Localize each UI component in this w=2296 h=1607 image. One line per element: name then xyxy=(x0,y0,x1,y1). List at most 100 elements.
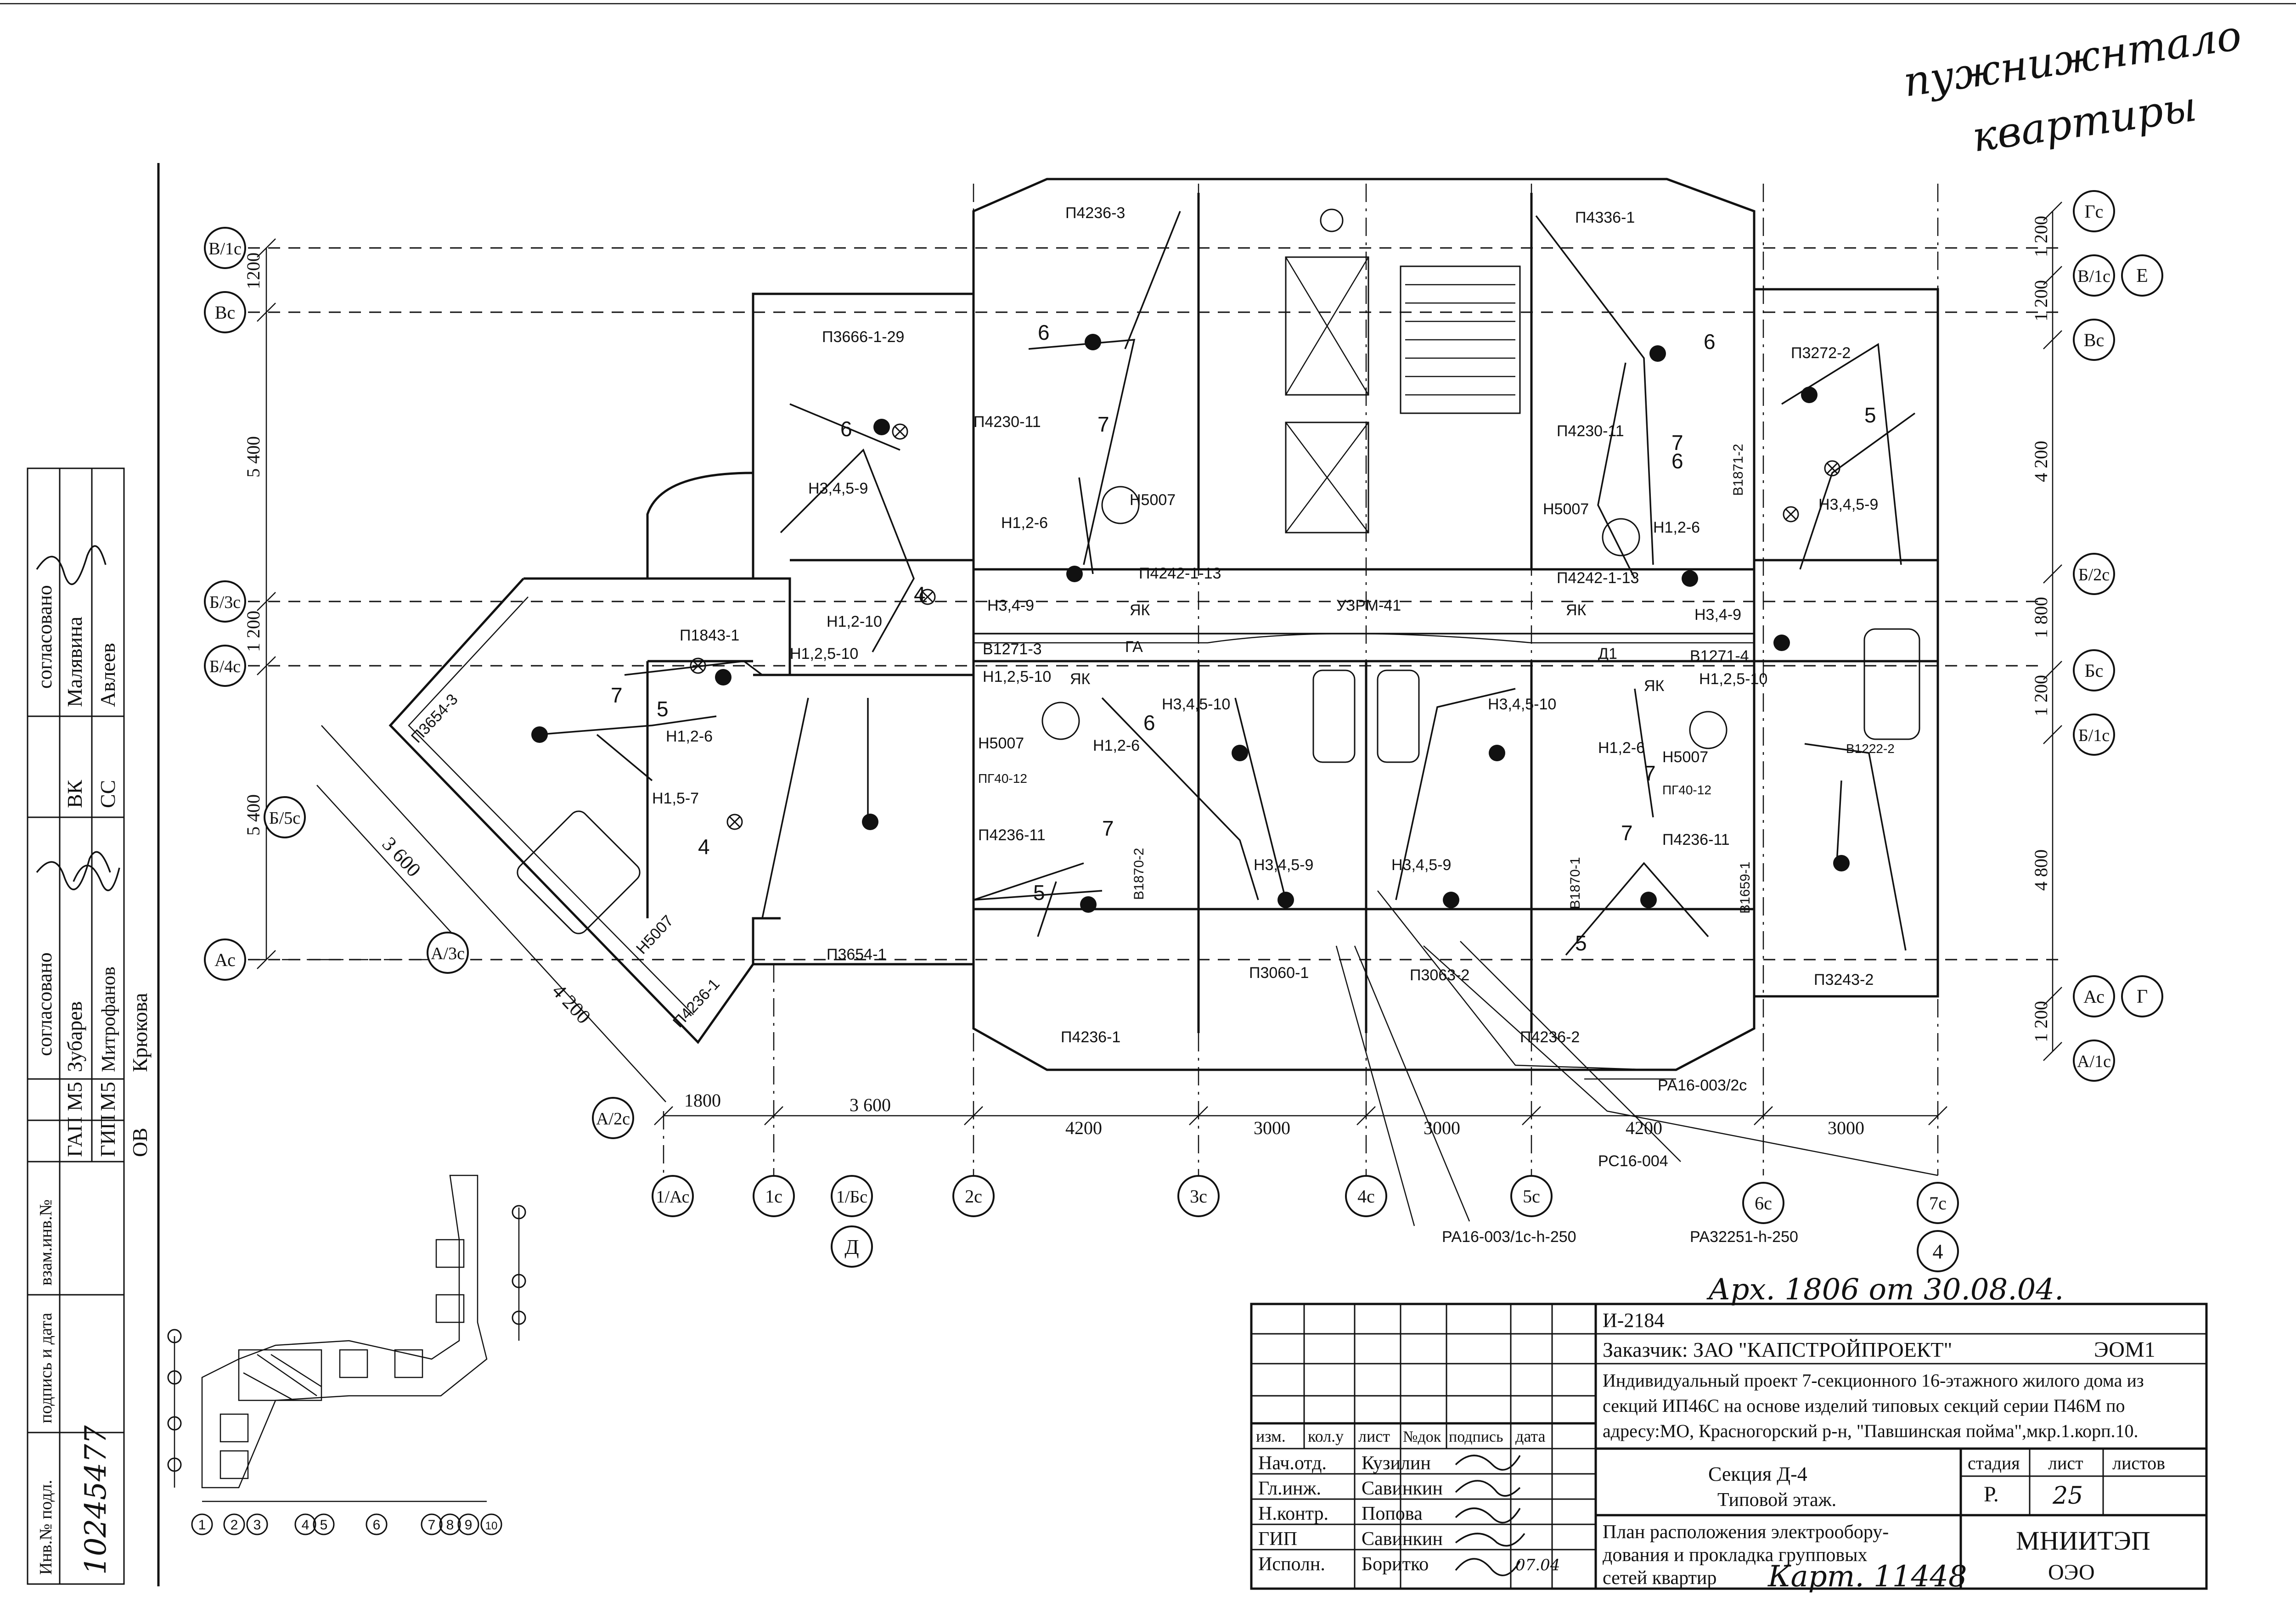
panel-p37: Н1,5-7 xyxy=(652,790,699,807)
role-3: Н.контр. xyxy=(1258,1503,1328,1524)
side-row3-role: ГАП xyxy=(63,1117,86,1157)
group-15: 5 xyxy=(1575,931,1587,955)
panel-p35: Н5007 xyxy=(978,735,1024,752)
left-dimension-chain: 1200 5 400 1 200 5 400 xyxy=(243,238,276,969)
dim-bottom-3000c: 3000 xyxy=(1828,1118,1864,1138)
axis-right-7: Б/1с xyxy=(2078,726,2110,745)
dim-left-5400b: 5 400 xyxy=(243,794,264,836)
axis-bottom-11: 4 xyxy=(1933,1240,1943,1263)
dim-right-1200d: 1 200 xyxy=(2031,1001,2051,1042)
panel-p50: РА16-003/2с xyxy=(1658,1077,1747,1094)
inv-number-handwritten: 10245477 xyxy=(79,1425,113,1575)
group-3: 5 xyxy=(657,697,669,721)
name-1: Кузилин xyxy=(1362,1453,1431,1474)
handwritten-note-line-2: квартиры xyxy=(1969,82,2199,161)
dim-diag-3600: 3 600 xyxy=(378,832,425,881)
panel-p46: П4236-2 xyxy=(1520,1028,1580,1046)
panel-p20: УЗРМ-41 xyxy=(1336,597,1401,614)
panel-p13: Н1,2-6 xyxy=(1001,514,1048,532)
panel-p14: Н1,2-6 xyxy=(1653,519,1700,536)
axis-left-5: Б/5с xyxy=(269,809,300,828)
panel-p22: Н1,2,5-10 xyxy=(790,645,858,663)
stamp-project-line-3: адресу:МО, Красногорский р-н, "Павшинска… xyxy=(1603,1421,2138,1441)
dim-left-1200b: 1 200 xyxy=(243,611,264,652)
panel-p7: Н3,4,5-9 xyxy=(808,480,868,497)
col-date: дата xyxy=(1515,1427,1546,1445)
side-row1-name: Малявина xyxy=(63,617,86,707)
side-signature-2 xyxy=(36,851,111,890)
organization-name: МНИИТЭП xyxy=(2016,1526,2150,1556)
axis-left-6: Ас xyxy=(214,950,236,970)
dim-bottom-4200a: 4200 xyxy=(1065,1118,1102,1138)
outlet-fixtures xyxy=(690,208,1840,830)
axis-right-5: Б/2с xyxy=(2078,565,2110,584)
axis-left-8: А/2с xyxy=(596,1109,630,1129)
lighting-fixtures xyxy=(531,334,1850,913)
panel-p45: П3063-2 xyxy=(1410,966,1469,984)
name-5: Боритко xyxy=(1362,1554,1429,1575)
panel-p26: Н1,2,5-10 xyxy=(1699,670,1767,688)
axis-left-4: Б/4с xyxy=(209,657,241,676)
panel-p32: Н1,2-6 xyxy=(666,728,713,745)
drawing-title-line-2: дования и прокладка групповых xyxy=(1603,1545,1867,1566)
group-2: 6 xyxy=(840,417,852,441)
panel-p25: Н1,2,5-10 xyxy=(983,668,1051,686)
panel-p24: В1271-4 xyxy=(1690,647,1749,665)
group-14: 7 xyxy=(1621,821,1633,845)
side-row5-role: ОВ xyxy=(128,1128,152,1157)
inv-label-replace: взам.инв.№ xyxy=(36,1199,56,1286)
panel-p21: П1843-1 xyxy=(680,627,739,644)
side-agreed2-label: согласовано xyxy=(34,952,56,1056)
dim-bottom-1800: 1800 xyxy=(684,1090,721,1111)
panel-p49: П4236-1 xyxy=(670,975,723,1031)
axis-right-4: Вс xyxy=(2084,330,2104,350)
inv-label-original: Инв.№ подл. xyxy=(36,1480,56,1575)
col-count: кол.у xyxy=(1308,1427,1344,1445)
panel-p17: Н3,4-9 xyxy=(1694,606,1741,624)
role-2: Гл.инж. xyxy=(1258,1478,1321,1499)
panel-p58: ГА xyxy=(1125,638,1143,656)
panel-p48: Н5007 xyxy=(633,912,677,957)
keyplan-num-10: 10 xyxy=(485,1520,498,1532)
axis-bottom-9: 6с xyxy=(1755,1193,1772,1214)
panel-p41: Н3,4,5-9 xyxy=(1391,856,1451,874)
side-signature-1 xyxy=(36,545,107,585)
panel-p29: Н3,4,5-10 xyxy=(1162,696,1230,713)
inv-label-signature: подпись и дата xyxy=(36,1313,56,1423)
section-name: Секция Д-4 xyxy=(1708,1463,1807,1485)
signatures xyxy=(1455,1455,1525,1576)
axis-right-8: Ас xyxy=(2083,986,2105,1007)
panel-p36: Н5007 xyxy=(1662,748,1708,766)
side-row3-code: М5 xyxy=(63,1082,86,1111)
dim-right-4800: 4 800 xyxy=(2031,849,2051,891)
panel-p62: ПГ40-12 xyxy=(1662,783,1711,797)
dim-diag-4200: 4 200 xyxy=(548,979,595,1028)
name-3: Попова xyxy=(1362,1503,1423,1524)
group-7: 6 xyxy=(1704,330,1716,354)
stage-value: Р. xyxy=(1984,1482,1999,1506)
panel-p18: ЯК xyxy=(1130,601,1150,619)
panel-p3: П3666-1-29 xyxy=(822,328,904,346)
diagonal-dimensions: 3 600 4 200 xyxy=(316,725,666,1102)
side-approval-stamp: согласовано Малявина ВК Авлеев СС соглас… xyxy=(27,467,152,1163)
keyplan-num-3: 3 xyxy=(253,1517,261,1533)
axis-right-9: Г xyxy=(2137,986,2148,1007)
drawing-title-line-3: сетей квартир xyxy=(1603,1568,1716,1589)
side-row1-dept: ВК xyxy=(63,780,86,808)
dim-bottom-3000b: 3000 xyxy=(1424,1118,1460,1138)
axis-bottom-6: 3с xyxy=(1190,1186,1207,1207)
side-row2-name: Авлеев xyxy=(96,643,119,707)
panel-p52: РА16-003/1с-h-250 xyxy=(1442,1228,1576,1246)
axis-bottom-8: 5с xyxy=(1523,1186,1540,1207)
key-plan: 1 2 3 4 5 6 7 8 9 10 xyxy=(167,1174,526,1535)
panel-p59: Д1 xyxy=(1598,645,1617,663)
department-name: ОЭО xyxy=(2048,1560,2095,1585)
axis-bottom-2: 1с xyxy=(765,1186,782,1207)
panel-p10: Н5007 xyxy=(1543,500,1589,518)
side-row2-dept: СС xyxy=(96,780,119,808)
name-2: Савинкин xyxy=(1362,1478,1443,1499)
panel-p8: Н3,4,5-9 xyxy=(1818,496,1878,513)
side-row4-code: М5 xyxy=(96,1082,119,1111)
axis-right-2: В/1с xyxy=(2077,267,2110,286)
panel-p53: РА32251-h-250 xyxy=(1690,1228,1798,1246)
